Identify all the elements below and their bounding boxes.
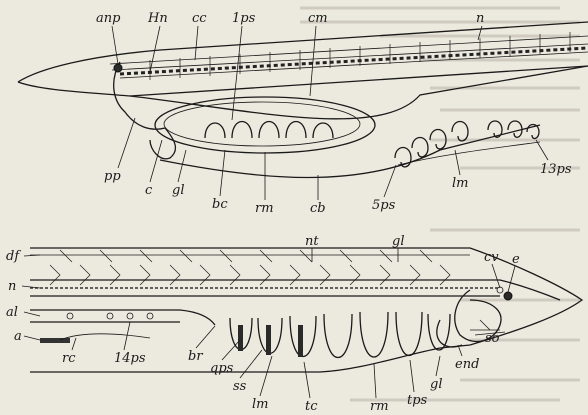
lower-rc-loop: [60, 334, 150, 340]
label-tc: tc: [305, 399, 318, 414]
label-rc: rc: [62, 351, 76, 366]
label-end: end: [455, 357, 479, 372]
upper-genital-line: [398, 142, 540, 165]
label-pp: pp: [104, 169, 121, 184]
lower-gill-rods: [238, 325, 303, 357]
label-5ps: 5ps: [372, 198, 396, 213]
label-gl-upper: gl: [172, 183, 184, 198]
lower-leader-lines: [22, 248, 515, 398]
label-df: df: [6, 249, 21, 264]
label-bc: bc: [212, 197, 228, 212]
lower-gill-loops: [230, 312, 450, 358]
label-1ps: 1ps: [232, 11, 256, 26]
label-br: br: [188, 349, 203, 364]
label-cb: cb: [310, 201, 326, 216]
label-anp: anp: [96, 11, 121, 26]
label-14ps: 14ps: [114, 351, 146, 366]
label-ss: ss: [233, 379, 247, 394]
label-cc: cc: [192, 11, 207, 26]
label-nt: nt: [305, 234, 319, 249]
lower-eye-spot: [504, 292, 512, 300]
label-gl-lower-bottom: gl: [430, 377, 442, 392]
lower-anus-mark: [40, 338, 70, 343]
label-n-lower: n: [8, 279, 16, 294]
label-13ps: 13ps: [540, 162, 572, 177]
label-rm-upper: rm: [255, 201, 274, 216]
label-cm: cm: [308, 11, 328, 26]
label-so: so: [485, 331, 500, 346]
label-a: a: [14, 329, 22, 344]
upper-pharynx: [155, 97, 375, 153]
lower-notochord: [30, 280, 560, 300]
upper-notochord: [110, 36, 588, 78]
upper-labels: anp Hn cc 1ps cm n pp c gl bc rm cb 5ps …: [96, 11, 572, 216]
upper-lower-fold: [160, 125, 540, 178]
label-lm-upper: lm: [452, 176, 469, 191]
label-gl-lower-top: gl: [392, 234, 404, 249]
lower-specimen: [30, 248, 582, 372]
upper-gill-arches: [205, 122, 333, 139]
lower-gut: [30, 310, 215, 325]
label-c: c: [145, 183, 153, 198]
upper-anterior-pit: [114, 64, 122, 72]
label-tps: tps: [407, 393, 428, 408]
label-e: e: [512, 252, 520, 267]
upper-pharynx-inner: [164, 102, 360, 146]
label-n-upper: n: [476, 11, 484, 26]
lower-fin-rays: [30, 250, 470, 262]
label-lm-lower: lm: [252, 397, 269, 412]
label-rm-lower: rm: [370, 399, 389, 414]
label-cv: cv: [484, 250, 499, 265]
lower-gut-cells: [67, 313, 153, 319]
upper-specimen: [18, 22, 588, 178]
label-hn: Hn: [147, 11, 168, 26]
label-al: al: [6, 305, 18, 320]
label-qps: qps: [210, 361, 234, 376]
lower-myotomes: [50, 265, 450, 285]
